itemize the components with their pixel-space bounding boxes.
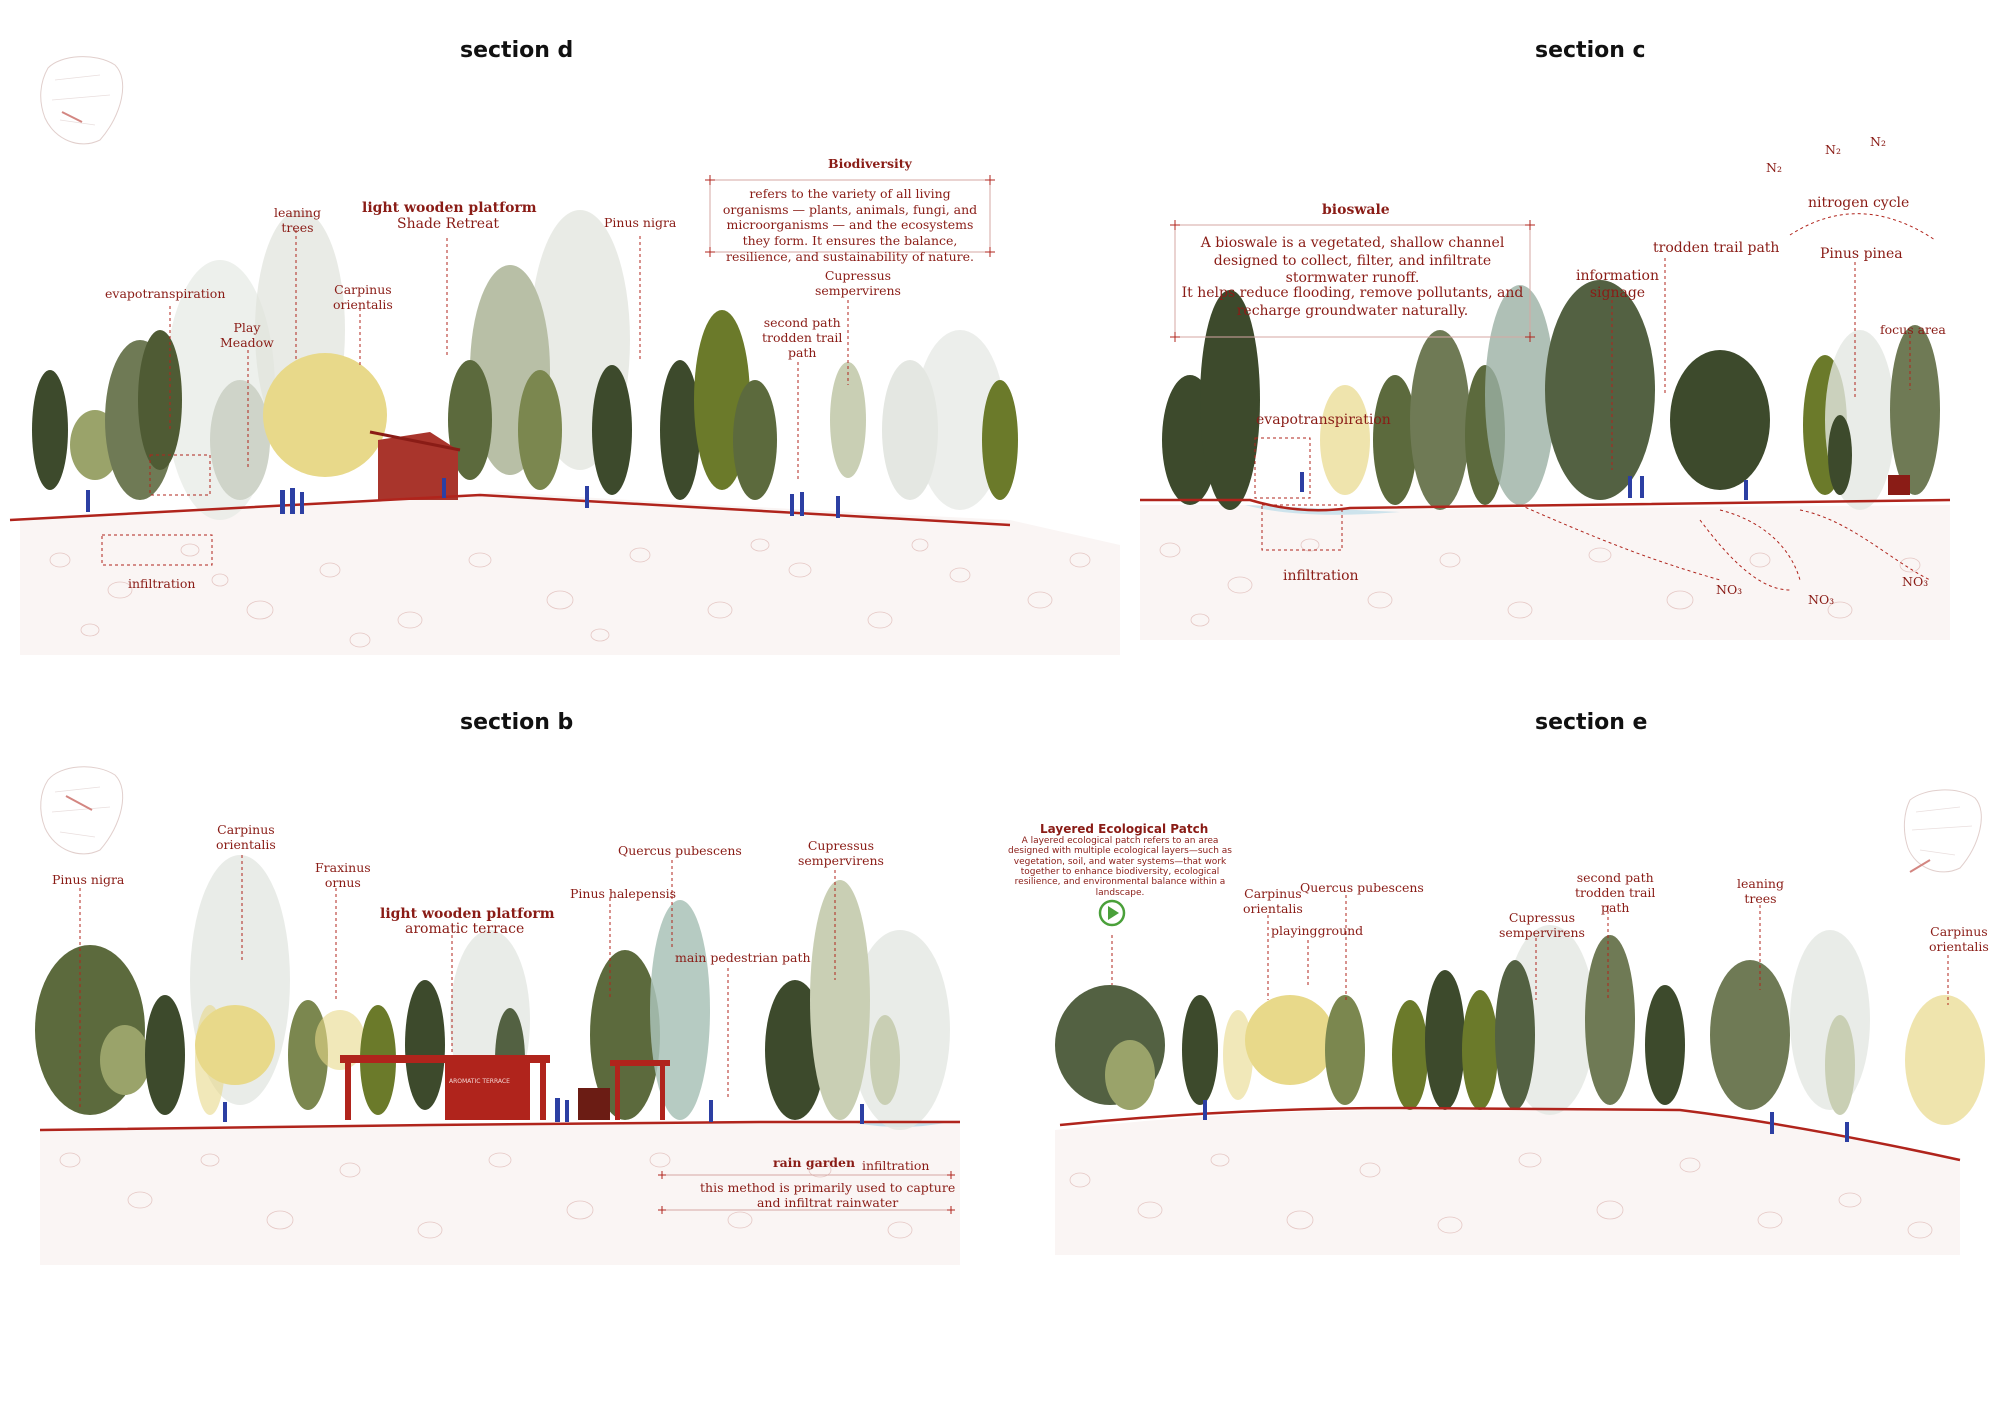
section-e-heading: section e: [1535, 710, 1648, 735]
label-infiltration-d: infiltration: [128, 576, 196, 591]
section-d-heading: section d: [460, 38, 574, 63]
label-layered-text: A layered ecological patch refers to an …: [1008, 836, 1232, 898]
label-quercus-b: Quercus pubescens: [618, 843, 742, 858]
label-second-path-e: second path trodden trail path: [1575, 870, 1656, 915]
section-c-heading: section c: [1535, 38, 1646, 63]
key-map-b: [40, 766, 124, 855]
label-leaning-trees-e: leaning trees: [1737, 876, 1784, 906]
soil-e: [1055, 1110, 1960, 1255]
label-platform-sub-d: Shade Retreat: [397, 216, 500, 232]
label-infiltration-b: infiltration: [862, 1158, 930, 1173]
trees-e: [1055, 925, 1985, 1125]
label-cupressus-e: Cupressus sempervirens: [1499, 910, 1585, 940]
bioswale-box: [1170, 220, 1535, 342]
label-no3-b: NO₃: [1808, 592, 1835, 607]
ground-line-e: [1059, 1106, 1961, 1162]
ground-line-d: [9, 493, 1011, 527]
label-play-meadow: Play Meadow: [220, 320, 274, 350]
label-carpinus-e-left: Carpinus orientalis: [1243, 886, 1303, 916]
section-b-heading: section b: [460, 710, 574, 735]
label-fraxinus: Fraxinus ornus: [315, 860, 371, 890]
label-second-path-d: second path trodden trail path: [762, 315, 843, 360]
label-rain-garden: rain garden: [773, 1155, 856, 1170]
label-carpinus-b: Carpinus orientalis: [216, 822, 276, 852]
people-e: [1203, 1100, 1849, 1142]
play-button-icon: [1098, 899, 1126, 927]
label-cupressus-d: Cupressus sempervirens: [815, 268, 901, 298]
label-bioswale-text-2: It helps reduce flooding, remove polluta…: [1181, 285, 1524, 319]
label-layered-title: Layered Ecological Patch: [1040, 822, 1209, 836]
label-carpinus-d: Carpinus orientalis: [333, 282, 393, 312]
label-carpinus-e-right: Carpinus orientalis: [1929, 924, 1989, 954]
label-bioswale-text-1: A bioswale is a vegetated, shallow chann…: [1200, 235, 1505, 286]
label-nitrogen-cycle: nitrogen cycle: [1808, 195, 1910, 211]
shade-retreat-pavilion: [369, 430, 461, 500]
label-n2-a: N₂: [1766, 160, 1782, 175]
label-platform-title-d: light wooden platform: [362, 200, 537, 216]
label-evapotranspiration-d: evapotranspiration: [105, 286, 226, 301]
label-evapotranspiration-c: evapotranspiration: [1256, 412, 1391, 428]
people-b: [223, 1098, 864, 1124]
label-platform-sub-b: aromatic terrace: [405, 921, 525, 937]
people-c: [1300, 472, 1748, 500]
trees-c: [1162, 280, 1940, 510]
key-map-e: [1903, 789, 1982, 873]
label-pinus-halepensis: Pinus halepensis: [570, 886, 677, 901]
label-rain-text: this method is primarily used to capture…: [700, 1180, 956, 1210]
label-pinus-nigra-b: Pinus nigra: [52, 872, 125, 887]
label-no3-c: NO₃: [1902, 574, 1929, 589]
label-playingground: playingground: [1271, 923, 1364, 938]
label-pinus-pinea: Pinus pinea: [1820, 246, 1903, 262]
label-infiltration-c: infiltration: [1283, 568, 1359, 584]
label-biodiversity-text: refers to the variety of all living orga…: [722, 186, 978, 264]
biodiversity-box: [705, 175, 995, 257]
key-map-d: [40, 56, 124, 145]
label-n2-b: N₂: [1825, 142, 1841, 157]
label-info-signage: information signage: [1576, 268, 1659, 301]
soil-d: [20, 492, 1120, 655]
label-focus-area: focus area: [1880, 322, 1946, 337]
label-leaning-trees-d: leaning trees: [274, 205, 321, 235]
people-d: [86, 478, 840, 518]
label-platform-title-b: light wooden platform: [380, 906, 555, 922]
label-trodden-trail-c: trodden trail path: [1653, 240, 1780, 256]
label-no3-a: NO₃: [1716, 582, 1743, 597]
label-main-path: main pedestrian path: [675, 950, 811, 965]
label-pinus-nigra-d: Pinus nigra: [604, 215, 677, 230]
label-n2-c: N₂: [1870, 134, 1886, 149]
ground-line-c: [1140, 498, 1951, 512]
sign-c: [1888, 475, 1910, 495]
label-cupressus-b: Cupressus sempervirens: [798, 838, 884, 868]
aromatic-terrace-structure: [340, 1055, 670, 1120]
rain-garden-box: [658, 1171, 955, 1214]
label-quercus-e: Quercus pubescens: [1300, 880, 1424, 895]
label-biodiversity-title: Biodiversity: [828, 156, 912, 171]
label-bioswale-title: bioswale: [1322, 202, 1390, 218]
label-terrace-sign: AROMATIC TERRACE: [449, 1078, 510, 1085]
